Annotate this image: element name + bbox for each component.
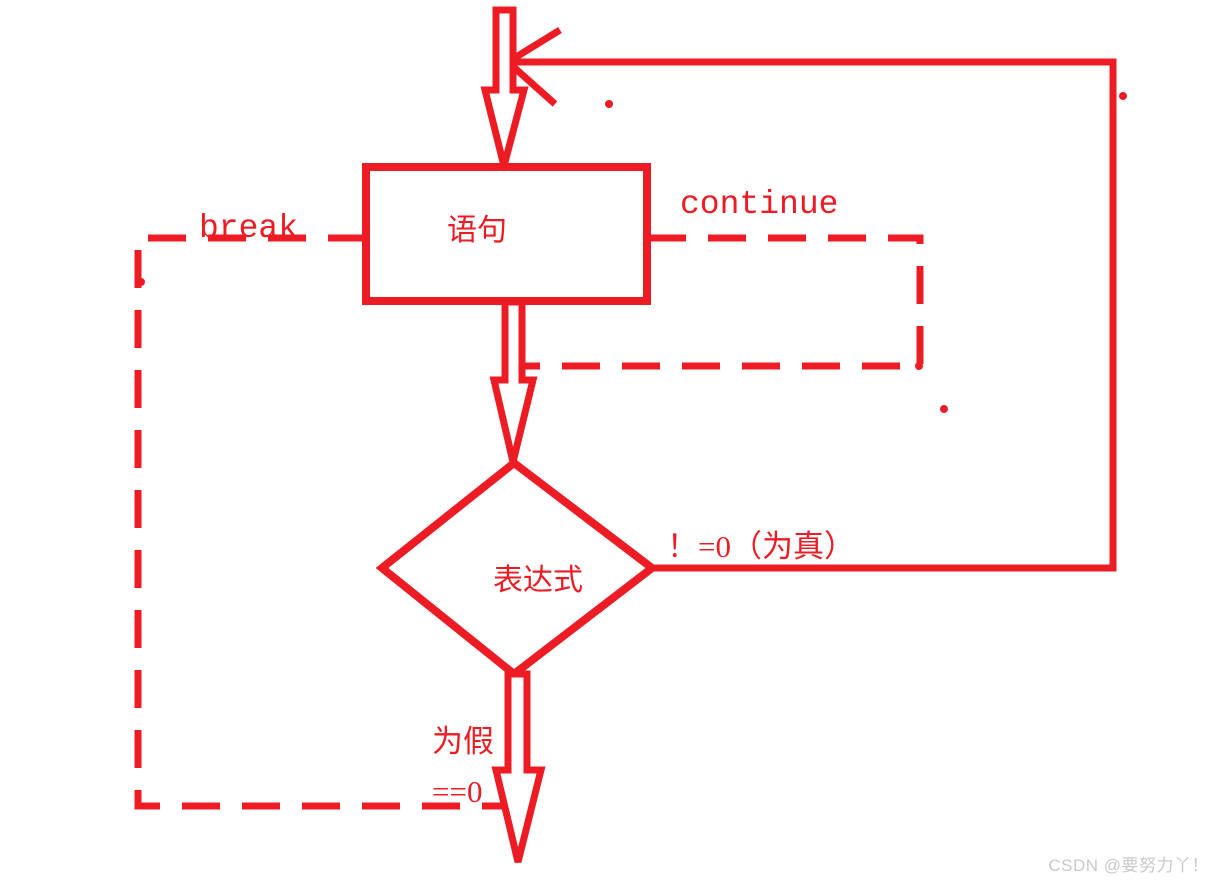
node-statement-label: 语句 [447,214,507,247]
edge-break [134,234,508,810]
arrow-entry-to-statement [480,6,529,167]
ink-dot-artifact [605,100,613,108]
edge-label-false-line1: 为假 [432,724,494,759]
edge-label-break: break [199,210,298,247]
edge-true-loopback [513,58,1117,572]
csdn-watermark: CSDN @要努力丫！ [1048,856,1209,875]
edge-continue [520,234,924,370]
ink-dot-artifact [940,405,948,413]
arrow-statement-to-expression [489,298,538,463]
edge-label-false-line2: ==0 [432,774,482,809]
edge-label-true: ！=0（为真） [667,529,855,564]
arrow-expression-false-exit [491,670,546,863]
node-expression-label: 表达式 [493,564,583,597]
ink-dot-artifact [1119,92,1127,100]
edge-label-continue: continue [680,186,838,223]
